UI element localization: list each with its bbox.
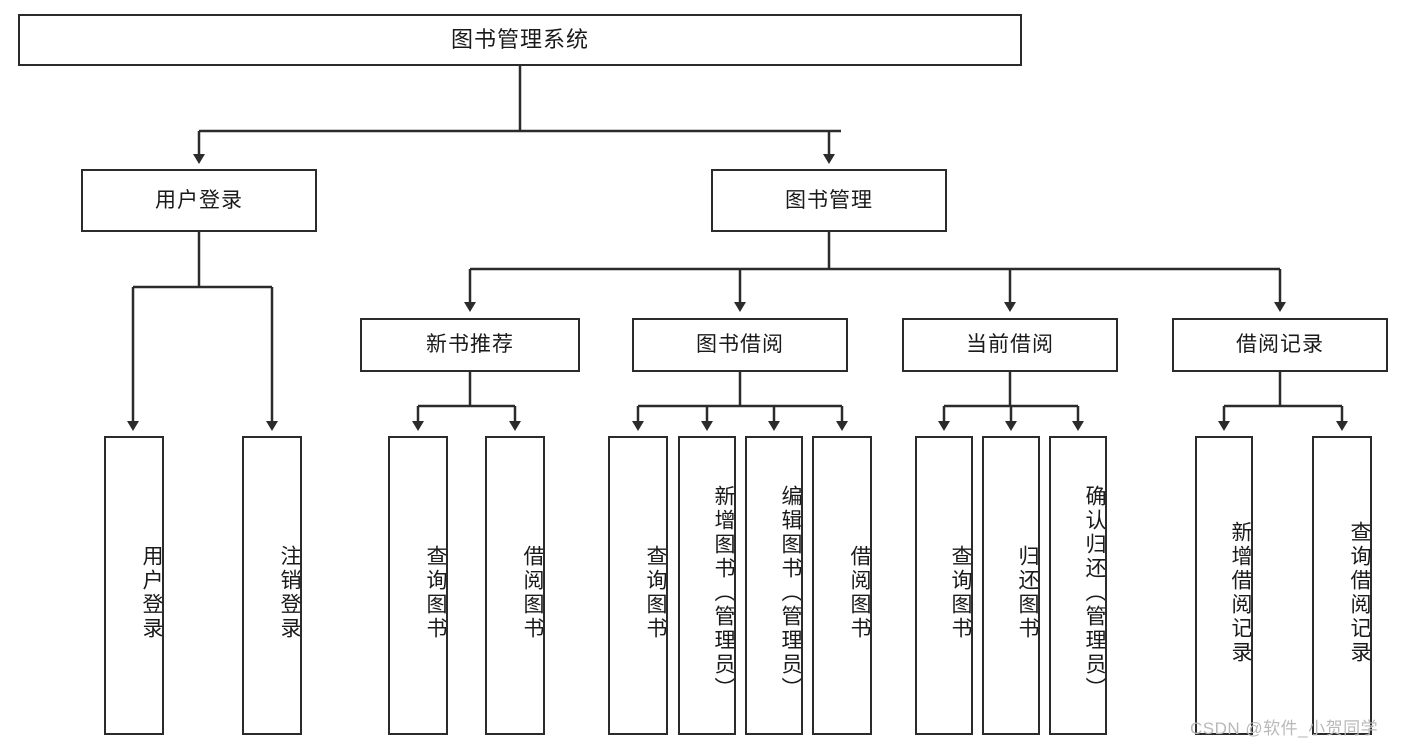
node-current-borrow[interactable]: 当前借阅 <box>902 318 1118 372</box>
node-user-login-label: 用户登录 <box>155 188 243 212</box>
leaf-borrow-book-2[interactable]: 借阅图书 <box>812 436 872 735</box>
csdn-watermark: CSDN @软件_小贺同学 <box>1190 719 1379 738</box>
leaf-edit-book-label: 编辑图书（管理员） <box>779 484 802 701</box>
node-book-manage[interactable]: 图书管理 <box>711 169 947 232</box>
leaf-confirm-return-label: 确认归还（管理员） <box>1083 484 1106 701</box>
leaf-query-book-3-label: 查询图书 <box>949 544 972 641</box>
node-new-book-recommend[interactable]: 新书推荐 <box>360 318 580 372</box>
leaf-add-record[interactable]: 新增借阅记录 <box>1195 436 1253 735</box>
leaf-add-record-label: 新增借阅记录 <box>1229 520 1252 665</box>
node-borrow-record-label: 借阅记录 <box>1236 333 1324 357</box>
node-book-borrow-label: 图书借阅 <box>696 333 784 357</box>
node-user-login[interactable]: 用户登录 <box>81 169 317 232</box>
leaf-query-book-3[interactable]: 查询图书 <box>915 436 973 735</box>
node-root[interactable]: 图书管理系统 <box>18 14 1022 66</box>
leaf-logout-login-label: 注销登录 <box>278 544 301 641</box>
node-root-label: 图书管理系统 <box>450 26 589 52</box>
leaf-query-book-2-label: 查询图书 <box>644 544 667 641</box>
leaf-user-login[interactable]: 用户登录 <box>104 436 164 735</box>
leaf-borrow-book-1-label: 借阅图书 <box>521 544 544 641</box>
node-current-borrow-label: 当前借阅 <box>966 333 1054 357</box>
leaf-return-book[interactable]: 归还图书 <box>982 436 1040 735</box>
leaf-logout-login[interactable]: 注销登录 <box>242 436 302 735</box>
leaf-add-book-label: 新增图书（管理员） <box>712 484 735 701</box>
leaf-user-login-label: 用户登录 <box>140 544 163 641</box>
node-book-manage-label: 图书管理 <box>785 188 873 212</box>
leaf-return-book-label: 归还图书 <box>1016 544 1039 641</box>
leaf-confirm-return[interactable]: 确认归还（管理员） <box>1049 436 1107 735</box>
node-new-book-recommend-label: 新书推荐 <box>426 333 514 357</box>
leaf-edit-book[interactable]: 编辑图书（管理员） <box>745 436 803 735</box>
leaf-add-book[interactable]: 新增图书（管理员） <box>678 436 736 735</box>
leaf-borrow-book-2-label: 借阅图书 <box>848 544 871 641</box>
leaf-query-record[interactable]: 查询借阅记录 <box>1312 436 1372 735</box>
node-book-borrow[interactable]: 图书借阅 <box>632 318 848 372</box>
leaf-query-book-1-label: 查询图书 <box>424 544 447 641</box>
leaf-borrow-book-1[interactable]: 借阅图书 <box>485 436 545 735</box>
node-borrow-record[interactable]: 借阅记录 <box>1172 318 1388 372</box>
leaf-query-book-2[interactable]: 查询图书 <box>608 436 668 735</box>
leaf-query-book-1[interactable]: 查询图书 <box>388 436 448 735</box>
leaf-query-record-label: 查询借阅记录 <box>1348 520 1371 665</box>
